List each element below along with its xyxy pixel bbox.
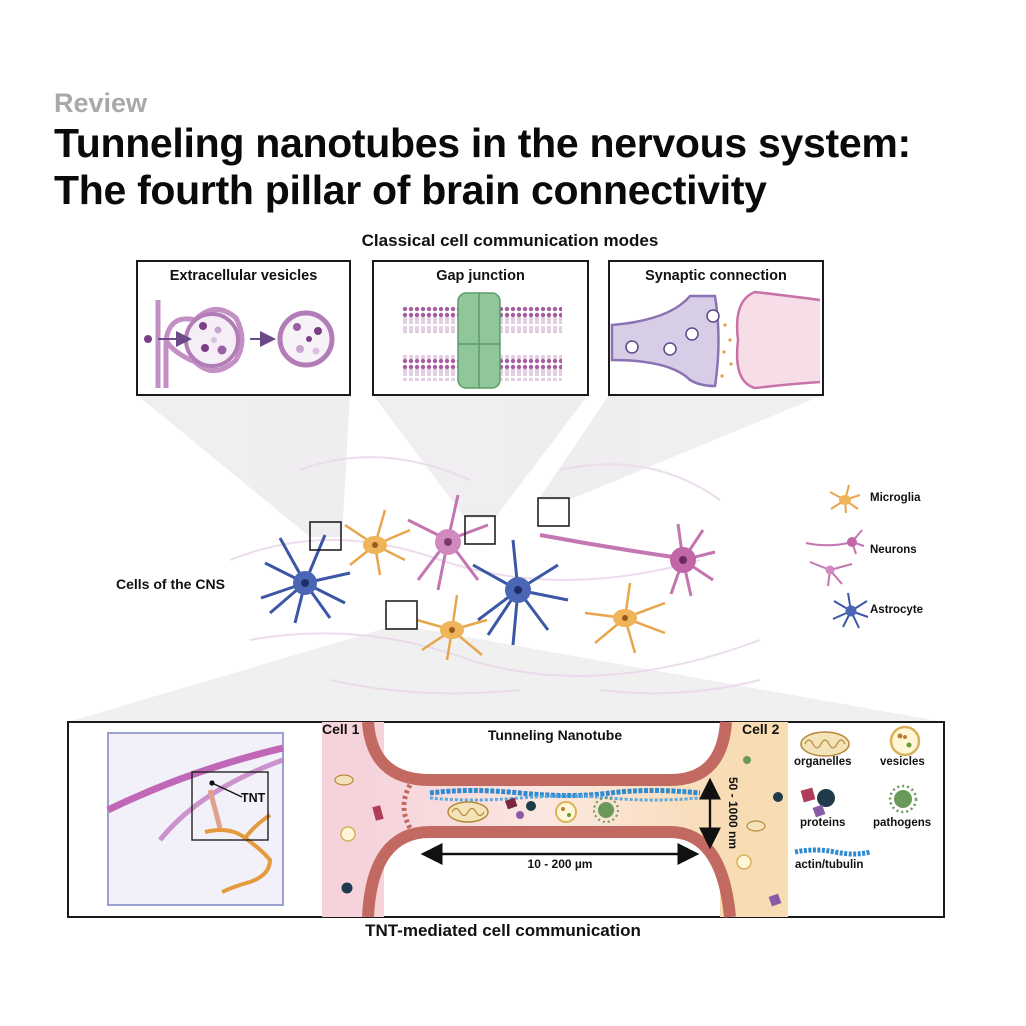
legend-vesicles: vesicles [880,756,925,768]
gap-junction-label: Gap junction [436,268,525,284]
page-title: Tunneling nanotubes in the nervous syste… [54,120,911,214]
vesicles-legend-icon [889,725,921,757]
tnt-panel [67,721,945,918]
legend-microglia: Microglia [870,492,921,504]
actin-tubulin-legend-icon [794,847,871,857]
tnt-caption: TNT-mediated cell communication [365,921,641,940]
panel-synaptic-connection [608,260,824,396]
length-label: 10 - 200 µm [527,857,593,871]
projection-beams [68,395,944,722]
synaptic-connection-label: Synaptic connection [645,268,787,284]
diameter-label: 50 - 1000 nm [726,776,740,850]
pathogens-legend-icon [888,784,918,814]
inset-tnt-label: TNT [241,791,266,805]
cns-label: Cells of the CNS [116,576,225,592]
cell-1-label: Cell 1 [322,721,360,737]
panel-gap-junction [372,260,589,396]
legend-neurons: Neurons [870,544,917,556]
legend-proteins: proteins [800,817,846,829]
neuron-legend-icon [805,529,865,587]
astrocyte-legend-icon [832,592,869,629]
legend-actin-tubulin: actin/tubulin [795,859,864,871]
cell-2-label: Cell 2 [742,721,780,737]
title-line-2: The fourth pillar of brain connectivity [54,167,767,213]
extracellular-vesicles-label: Extracellular vesicles [169,268,318,284]
proteins-legend-icon [800,787,835,818]
tunneling-nanotube-label: Tunneling Nanotube [487,727,623,743]
microglia-legend-icon [829,484,861,514]
review-kicker: Review [54,88,148,118]
cns-scene [229,456,761,695]
title-line-1: Tunneling nanotubes in the nervous syste… [54,120,911,166]
panel-extracellular-vesicles [136,260,351,396]
legend-organelles: organelles [794,756,852,768]
legend-astrocyte: Astrocyte [870,604,924,616]
organelles-legend-icon [800,731,850,757]
classical-modes-heading: Classical cell communication modes [361,231,659,250]
legend-pathogens: pathogens [873,817,932,829]
